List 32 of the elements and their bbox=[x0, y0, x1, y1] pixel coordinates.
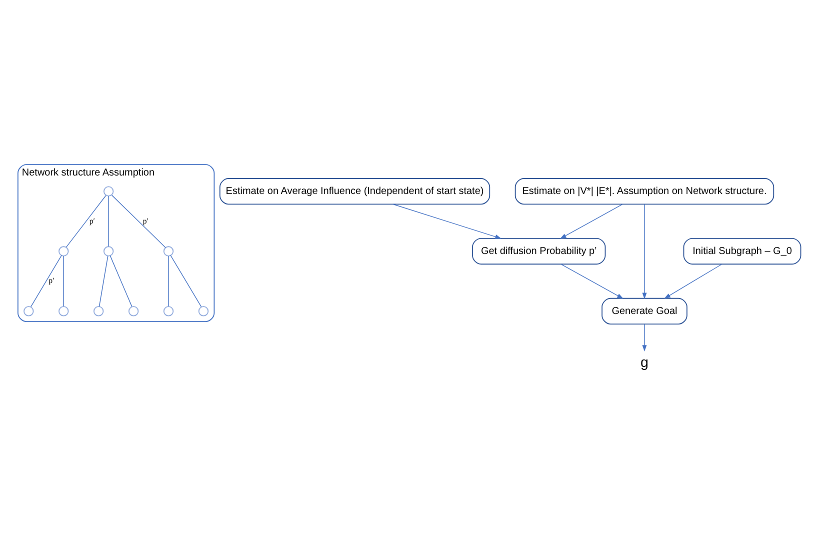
arrow bbox=[560, 203, 623, 238]
node-box: Initial Subgraph – G_0 bbox=[683, 237, 802, 264]
edge-label: p′ bbox=[48, 276, 54, 285]
connector bbox=[63, 255, 64, 306]
edge-label: p′ bbox=[89, 216, 95, 225]
node-box: Estimate on Average Influence (Independent of start state) bbox=[219, 178, 490, 204]
node-circle bbox=[24, 306, 34, 316]
connector bbox=[108, 195, 109, 246]
node-circle bbox=[103, 186, 114, 196]
connector bbox=[98, 255, 108, 306]
arrow bbox=[664, 263, 722, 298]
node-circle bbox=[128, 306, 139, 316]
node-circle bbox=[163, 246, 174, 256]
edge-label: p′ bbox=[142, 216, 148, 225]
node-text: g bbox=[640, 354, 648, 370]
node-circle bbox=[198, 306, 209, 316]
node-box: Get diffusion Probability p’ bbox=[472, 237, 606, 264]
node-circle bbox=[58, 246, 69, 256]
connector bbox=[168, 255, 169, 306]
node-box: Generate Goal bbox=[602, 297, 688, 324]
node-box: Estimate on |V*| |E*|. Assumption on Network structure. bbox=[514, 178, 774, 204]
node-circle bbox=[163, 306, 174, 316]
arrow bbox=[642, 323, 647, 352]
node-circle bbox=[93, 306, 104, 316]
node-circle bbox=[58, 306, 69, 316]
connector bbox=[110, 254, 132, 306]
node-circle bbox=[103, 246, 114, 256]
connector bbox=[111, 194, 166, 248]
arrow bbox=[392, 203, 502, 238]
arrow bbox=[560, 263, 624, 298]
connector bbox=[66, 194, 106, 248]
arrow bbox=[642, 203, 647, 299]
